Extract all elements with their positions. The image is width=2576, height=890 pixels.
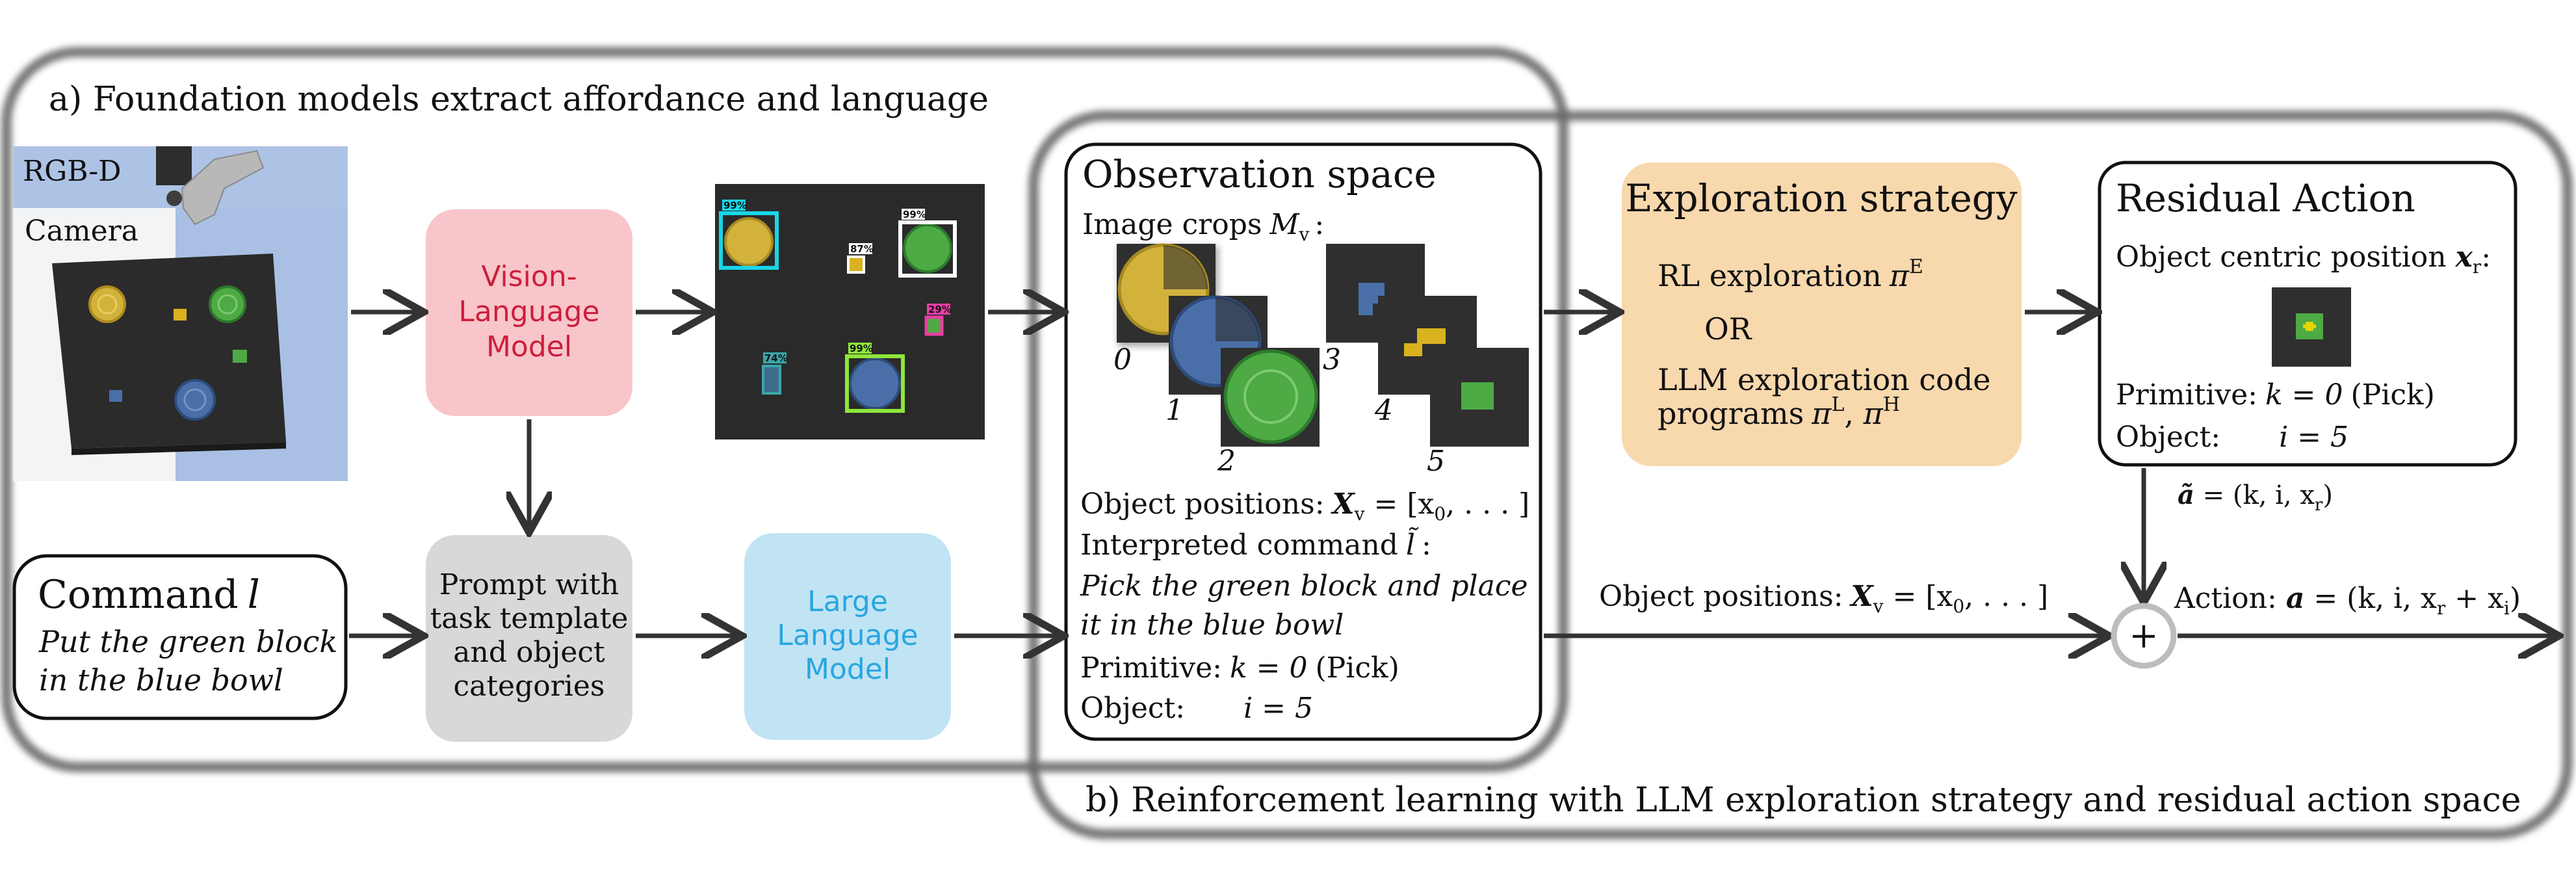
prompt-line2: task template: [430, 602, 629, 635]
camera-label-line1: RGB-D: [23, 155, 122, 188]
detection-label-bg: [848, 343, 872, 354]
exploration-title: Exploration strategy: [1625, 176, 2018, 220]
block-crops: [1326, 244, 1529, 447]
command-line2: in the blue bowl: [39, 662, 283, 698]
green-block: [233, 350, 247, 363]
llm-exploration-line1: LLM exploration code: [1658, 362, 1991, 397]
prompt-box: Prompt with task template and object cat…: [426, 535, 632, 742]
llm-line2: Language: [777, 619, 918, 652]
sum-node: +: [2111, 603, 2177, 669]
positions-line-label: Object positions:Xv = [x0, . . . ]: [1599, 580, 2048, 617]
detection-labels: 99% 87% 99% 29% 74% 99%: [722, 200, 952, 364]
observation-primitive: Primitive:k = 0(Pick): [1080, 651, 1399, 685]
detection-label-bg: [763, 352, 787, 363]
crop-index: 4: [1374, 394, 1393, 427]
crop-indices: 012 34 5: [1113, 343, 1445, 478]
section-b-label: b) Reinforcement learning with LLM explo…: [1086, 781, 2521, 820]
positions-label: Object positions:Xv = [x0, . . . ]: [1080, 488, 1529, 525]
green-bowl: [209, 285, 246, 323]
detection-confidence-label: 99%: [903, 209, 926, 220]
interpreted-command-line1: Pick the green block and place: [1080, 569, 1528, 603]
detection-image: 99% 87% 99% 29% 74% 99%: [715, 184, 985, 439]
sum-symbol: +: [2129, 615, 2158, 656]
detection-confidence-label: 87%: [850, 243, 874, 255]
action-label: Action:a = (k, i, xr + xi): [2174, 582, 2521, 619]
robot-gripper: [156, 146, 265, 226]
detection-confidence-label: 29%: [928, 304, 952, 315]
or-label: OR: [1704, 311, 1752, 347]
detection-confidence-label: 99%: [850, 343, 873, 354]
prompt-line4: categories: [454, 670, 605, 703]
detection-label-bg: [722, 200, 746, 211]
residual-object: Object:i = 5: [2116, 421, 2348, 454]
section-a-label: a) Foundation models extract affordance …: [49, 80, 989, 119]
crop-index: 0: [1113, 343, 1132, 376]
llm-line1: Large: [807, 585, 888, 618]
observation-object: Object:i = 5: [1080, 692, 1313, 725]
arrows: [349, 312, 2555, 636]
detection-confidence-label: 74%: [764, 352, 788, 364]
vlm-line3: Model: [486, 330, 572, 363]
a-tilde-formula: ã = (k, i, xr): [2178, 480, 2333, 515]
blue-bowl: [174, 379, 216, 421]
vlm-line2: Language: [458, 295, 599, 328]
llm-box: Large Language Model: [744, 533, 951, 740]
table: [52, 254, 286, 449]
residual-primitive: Primitive:k = 0(Pick): [2116, 378, 2435, 412]
prompt-line1: Prompt with: [439, 568, 619, 601]
residual-title: Residual Action: [2116, 176, 2415, 220]
detection-confidence-label: 99%: [723, 200, 747, 211]
residual-crop-image: [2272, 287, 2351, 367]
crop-index: 2: [1217, 445, 1236, 478]
yellow-block: [174, 309, 187, 321]
bowl-crops: [1117, 243, 1320, 447]
observation-title: Observation space: [1082, 152, 1437, 196]
detection-label-bg: [902, 209, 925, 220]
section-a-frame: [1, 47, 1568, 772]
blue-block: [109, 390, 122, 402]
section-b-frame: [1028, 111, 2573, 839]
llm-line3: Model: [805, 653, 891, 686]
camera-scene-image: RGB-D Camera: [13, 146, 348, 481]
detection-label-bg: [849, 243, 872, 254]
crop-index: 1: [1165, 394, 1184, 427]
crop-index: 3: [1323, 343, 1341, 376]
detection-label-bg: [927, 304, 950, 315]
interpreted-command-line2: it in the blue bowl: [1080, 609, 1344, 642]
prompt-line3: and object: [453, 636, 605, 669]
crop-index: 5: [1427, 445, 1445, 478]
command-line1: Put the green block: [38, 624, 337, 659]
yellow-bowl: [88, 285, 126, 323]
vlm-line1: Vision-: [481, 260, 577, 293]
camera-label-line2: Camera: [25, 215, 138, 248]
vlm-box: Vision- Language Model: [426, 209, 632, 416]
